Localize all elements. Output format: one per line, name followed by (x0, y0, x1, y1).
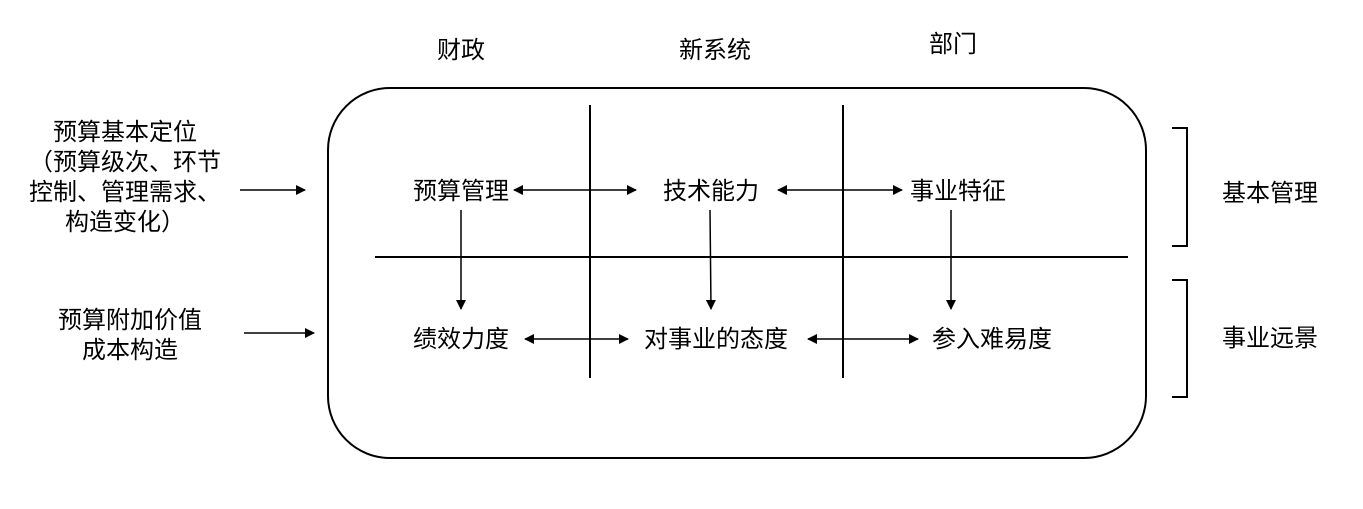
input-text-1-line: （预算级次、环节 (29, 148, 221, 176)
row-label-basic-management: 基本管理 (1222, 179, 1318, 207)
bracket-bottom (1172, 279, 1188, 398)
cell-bottom-2: 对事业的态度 (644, 325, 788, 353)
input-text-2-line: 预算附加价值 (58, 306, 202, 334)
input-text-1: 预算基本定位 （预算级次、环节 控制、管理需求、 构造变化） (5, 117, 245, 237)
input-text-1-line: 预算基本定位 (53, 118, 197, 146)
cell-bottom-3: 参入难易度 (932, 325, 1052, 353)
column-header-finance: 财政 (437, 36, 485, 64)
cell-bottom-1: 绩效力度 (413, 325, 509, 353)
cell-top-3: 事业特征 (910, 177, 1006, 205)
bracket-top (1172, 127, 1188, 247)
input-text-1-line: 控制、管理需求、 (29, 178, 221, 206)
cell-top-2: 技术能力 (663, 177, 759, 205)
row-label-business-vision: 事业远景 (1222, 324, 1318, 352)
column-header-new-system: 新系统 (679, 36, 751, 64)
input-text-2: 预算附加价值 成本构造 (30, 305, 230, 365)
arrow-down-2 (705, 209, 716, 310)
column-header-department: 部门 (929, 30, 977, 58)
cell-top-1: 预算管理 (413, 177, 509, 205)
input-text-1-line: 构造变化） (65, 208, 185, 236)
outer-frame (327, 87, 1147, 459)
input-text-2-line: 成本构造 (82, 336, 178, 364)
